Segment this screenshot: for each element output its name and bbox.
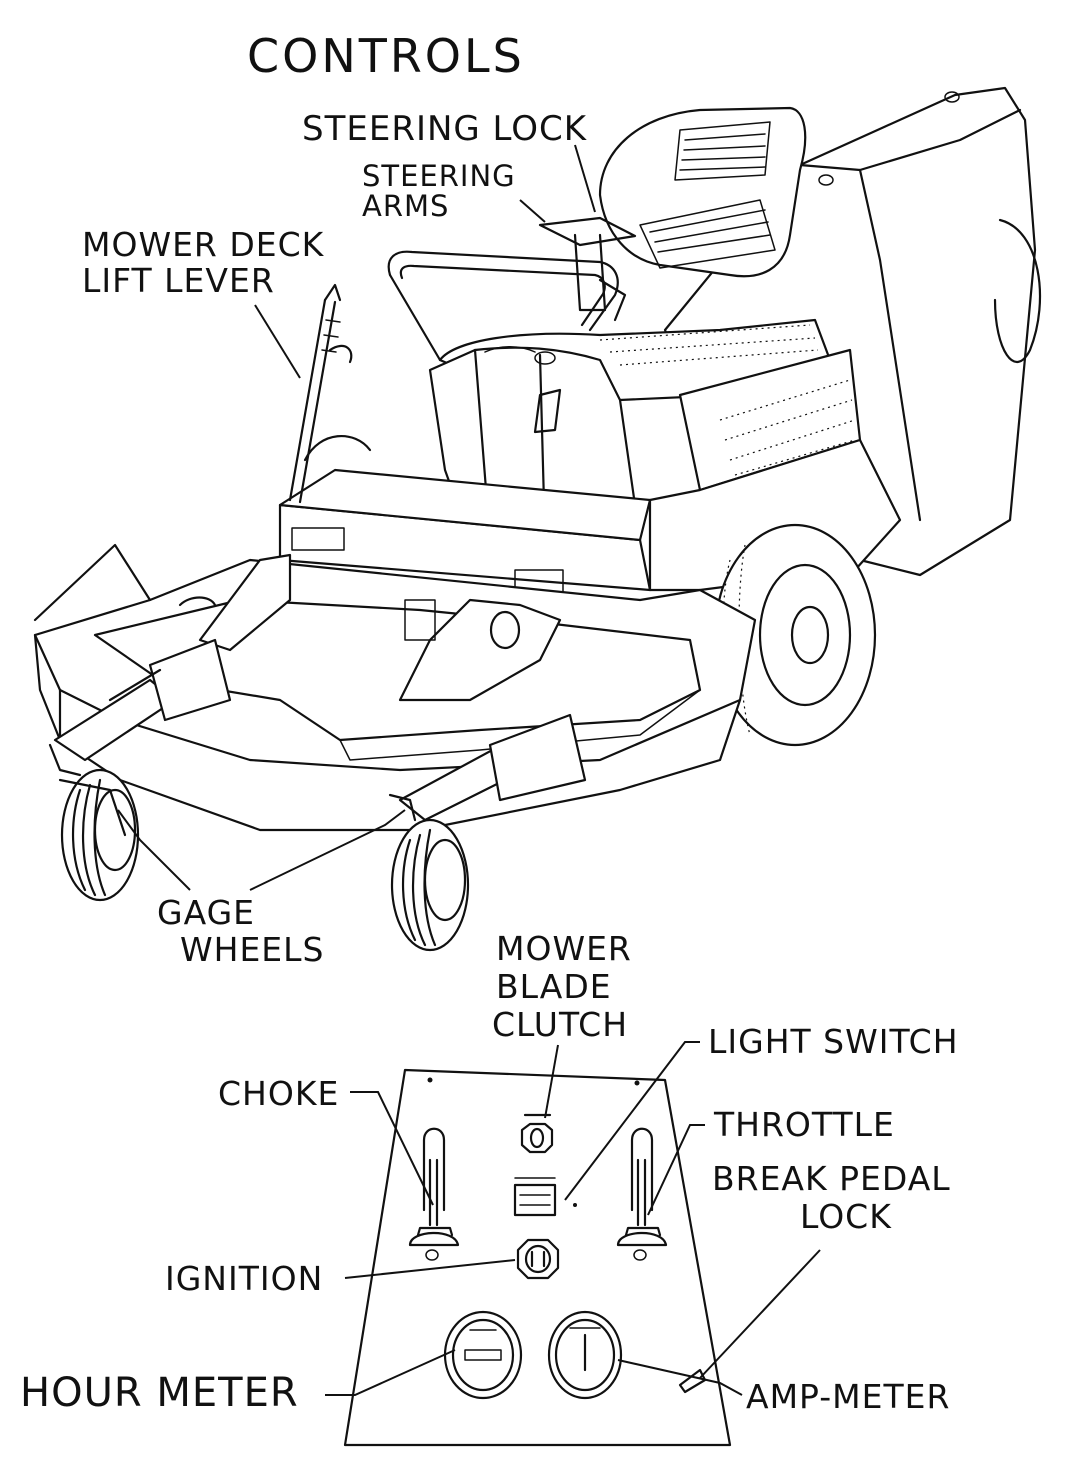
label-amp-meter: AMP-METER [746, 1377, 951, 1416]
label-gage-wheels-line2: WHEELS [180, 930, 325, 969]
mower-leader-lines [117, 144, 596, 891]
label-throttle: THROTTLE [714, 1105, 895, 1144]
label-steering-arms-line1: STEERING [362, 159, 516, 193]
label-steering-arms-line2: ARMS [362, 189, 450, 223]
label-hour-meter: HOUR METER [20, 1370, 299, 1416]
label-ignition: IGNITION [165, 1259, 324, 1298]
label-mower-blade-clutch-line1: MOWER [496, 929, 632, 968]
label-choke: CHOKE [218, 1074, 340, 1113]
control-panel-drawing [343, 1068, 732, 1447]
label-mower-deck-lift-lever-line1: MOWER DECK [82, 225, 325, 264]
label-mower-blade-clutch-line2: BLADE [496, 967, 612, 1006]
label-mower-blade-clutch-line3: CLUTCH [492, 1005, 629, 1044]
label-light-switch: LIGHT SWITCH [708, 1022, 959, 1061]
diagram-title: CONTROLS [247, 29, 525, 83]
label-break-pedal-lock-line1: BREAK PEDAL [712, 1159, 951, 1198]
panel-leader-lines [325, 1041, 821, 1396]
riding-mower-drawing [33, 86, 1042, 952]
label-mower-deck-lift-lever-line2: LIFT LEVER [82, 261, 275, 300]
label-gage-wheels-line1: GAGE [157, 893, 255, 932]
label-break-pedal-lock-line2: LOCK [800, 1197, 892, 1236]
label-steering-lock: STEERING LOCK [302, 109, 588, 149]
